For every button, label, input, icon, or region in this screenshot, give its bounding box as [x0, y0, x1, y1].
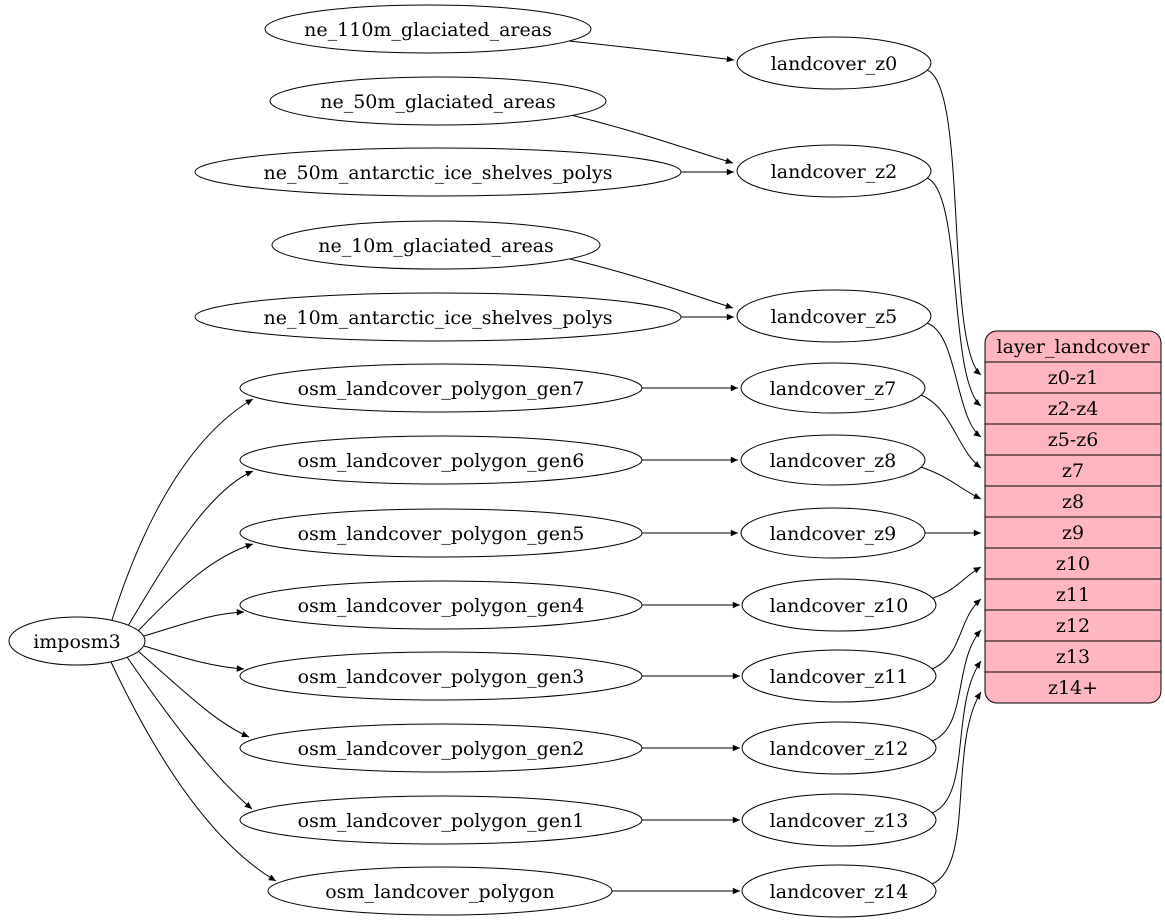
node-label: osm_landcover_polygon_gen3	[298, 666, 585, 688]
node-landcover_z7	[740, 362, 926, 414]
node-imposm3-label: imposm3	[33, 631, 121, 653]
edges-intermediate-to-record	[920, 69, 982, 885]
edge-landcover_z7-row-z7	[920, 394, 982, 469]
node-label: landcover_z7	[770, 378, 897, 400]
record-row-z7: z7	[1062, 460, 1084, 482]
node-imposm3-shape	[8, 616, 146, 666]
node-landcover_z10	[741, 578, 937, 632]
node-ne_50m_antarctic_ice_shelves_polys	[194, 147, 682, 197]
node-osm_landcover_polygon_gen2	[239, 723, 643, 773]
node-label: osm_landcover_polygon_gen2	[298, 738, 585, 760]
edge-imposm3-osm_landcover_polygon_gen5	[137, 543, 254, 632]
node-label: landcover_z13	[770, 810, 909, 832]
edge-ne_50m_glaciated_areas-landcover_z2	[570, 114, 734, 164]
node-label: ne_110m_glaciated_areas	[304, 19, 552, 41]
edge-imposm3-osm_landcover_polygon_gen7	[111, 398, 254, 621]
edge-landcover_z8-row-z8	[920, 466, 982, 500]
record-node-layer_landcover: layer_landcover z0-z1 z2-z4 z5-z6 z7 z8 …	[984, 330, 1162, 704]
node-label: landcover_z9	[770, 523, 897, 545]
node-osm_landcover_polygon_gen6	[239, 435, 643, 485]
edge-landcover_z0-row-z0-z1	[926, 69, 982, 376]
node-label: osm_landcover_polygon_gen1	[298, 810, 585, 832]
node-landcover_z14	[741, 864, 937, 918]
record-row-z5-z6: z5-z6	[1048, 429, 1099, 451]
edges-imposm3-fanout	[110, 398, 277, 882]
node-landcover_z8	[740, 434, 926, 486]
edge-landcover_z11-row-z11	[931, 598, 982, 670]
node-label: landcover_z11	[770, 666, 909, 688]
edge-imposm3-osm_landcover_polygon	[110, 661, 277, 882]
edge-imposm3-osm_landcover_polygon_gen2	[137, 650, 250, 738]
node-ne_110m_glaciated_areas	[264, 4, 592, 54]
node-label: landcover_z0	[771, 53, 898, 75]
node-label: landcover_z10	[770, 595, 909, 617]
source-nodes: ne_110m_glaciated_areas ne_50m_glaciated…	[194, 4, 682, 916]
node-label: landcover_z5	[771, 306, 898, 328]
edge-landcover_z10-row-z10	[932, 566, 982, 599]
node-landcover_z9	[740, 507, 926, 559]
node-ne_10m_glaciated_areas	[271, 220, 601, 270]
node-osm_landcover_polygon_gen7	[239, 363, 643, 413]
node-landcover_z5	[736, 289, 932, 343]
edge-landcover_z14-row-z14plus	[931, 691, 982, 885]
node-landcover_z11	[741, 649, 937, 703]
record-row-z0-z1: z0-z1	[1048, 367, 1099, 389]
node-osm_landcover_polygon_gen4	[239, 580, 643, 630]
edge-imposm3-osm_landcover_polygon_gen6	[127, 470, 254, 627]
record-row-z13: z13	[1056, 646, 1090, 668]
edge-imposm3-osm_landcover_polygon_gen1	[126, 656, 253, 810]
record-row-z8: z8	[1062, 491, 1084, 513]
edges-source-to-intermediate	[568, 40, 740, 895]
edge-landcover_z5-row-z5-z6	[926, 322, 982, 438]
node-label: osm_landcover_polygon	[325, 881, 554, 903]
record-row-z9: z9	[1062, 522, 1084, 544]
record-row-z11: z11	[1056, 584, 1090, 606]
edge-landcover_z13-row-z13	[931, 660, 982, 814]
record-row-z10: z10	[1056, 553, 1090, 575]
edge-landcover_z2-row-z2-z4	[926, 177, 982, 407]
node-osm_landcover_polygon	[267, 866, 613, 916]
node-label: landcover_z2	[771, 161, 898, 183]
node-label: osm_landcover_polygon_gen5	[298, 523, 585, 545]
node-label: osm_landcover_polygon_gen4	[298, 595, 585, 617]
node-label: ne_10m_glaciated_areas	[318, 235, 554, 257]
edge-ne_10m_glaciated_areas-landcover_z5	[569, 258, 734, 309]
intermediate-nodes: landcover_z0 landcover_z2 landcover_z5 l…	[736, 36, 937, 918]
record-row-z14plus: z14+	[1048, 677, 1098, 699]
node-imposm3: imposm3	[8, 616, 146, 666]
node-osm_landcover_polygon_gen1	[239, 795, 643, 845]
record-row-z2-z4: z2-z4	[1048, 398, 1099, 420]
node-landcover_z2	[736, 144, 932, 198]
node-label: landcover_z14	[770, 881, 909, 903]
node-ne_50m_glaciated_areas	[269, 76, 607, 126]
node-landcover_z13	[741, 793, 937, 847]
edge-landcover_z12-row-z12	[931, 629, 982, 742]
node-label: ne_50m_antarctic_ice_shelves_polys	[264, 162, 613, 184]
node-label: osm_landcover_polygon_gen6	[298, 450, 585, 472]
node-ne_10m_antarctic_ice_shelves_polys	[194, 292, 682, 342]
edge-imposm3-osm_landcover_polygon_gen3	[143, 645, 245, 672]
node-osm_landcover_polygon_gen3	[239, 651, 643, 701]
record-title: layer_landcover	[997, 336, 1151, 358]
node-label: osm_landcover_polygon_gen7	[298, 378, 585, 400]
node-label: ne_10m_antarctic_ice_shelves_polys	[264, 307, 613, 329]
record-row-z12: z12	[1056, 615, 1090, 637]
edge-ne_110m_glaciated_areas-landcover_z0	[568, 40, 735, 63]
node-label: landcover_z12	[770, 738, 909, 760]
edge-imposm3-osm_landcover_polygon_gen4	[143, 609, 245, 637]
node-label: landcover_z8	[770, 450, 897, 472]
node-landcover_z12	[741, 721, 937, 775]
node-label: ne_50m_glaciated_areas	[320, 91, 556, 113]
node-osm_landcover_polygon_gen5	[239, 508, 643, 558]
node-landcover_z0	[736, 36, 932, 90]
